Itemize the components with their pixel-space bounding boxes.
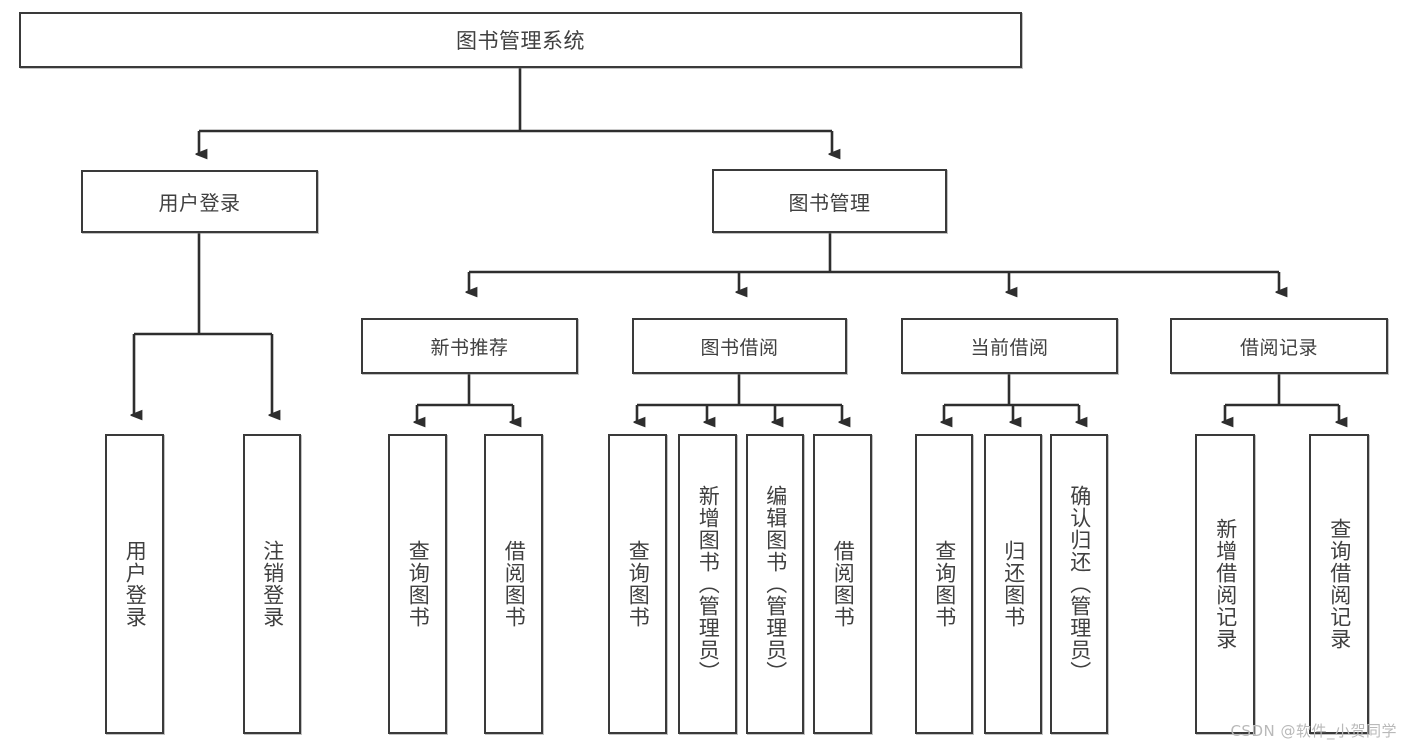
node-label: 新书推荐	[430, 336, 509, 359]
node-label: 借阅图书	[831, 540, 856, 628]
node-label: 当前借阅	[970, 336, 1049, 359]
node-label: 查询图书	[932, 540, 957, 628]
leaf-user-login[interactable]: 用户登录	[105, 434, 164, 734]
node-label: 注销登录	[260, 540, 285, 628]
leaf-edit-book-admin[interactable]: 编辑图书（管理员）	[746, 434, 804, 734]
node-label: 新增借阅记录	[1213, 518, 1238, 650]
node-label: 编辑图书（管理员）	[763, 485, 788, 683]
node-new-book-recommend[interactable]: 新书推荐	[361, 318, 578, 374]
node-label: 图书借阅	[700, 336, 779, 359]
node-label: 查询图书	[626, 540, 651, 628]
node-label: 用户登录	[123, 540, 148, 628]
node-label: 借阅图书	[502, 540, 527, 628]
leaf-confirm-return-admin[interactable]: 确认归还（管理员）	[1050, 434, 1108, 734]
node-book-borrow[interactable]: 图书借阅	[632, 318, 847, 374]
leaf-borrow-book[interactable]: 借阅图书	[813, 434, 872, 734]
leaf-add-borrow-record[interactable]: 新增借阅记录	[1195, 434, 1255, 734]
node-label: 图书管理	[788, 190, 871, 215]
node-label: 归还图书	[1001, 540, 1026, 628]
node-label: 查询图书	[406, 540, 431, 628]
node-user-login[interactable]: 用户登录	[81, 170, 318, 233]
leaf-return-book[interactable]: 归还图书	[984, 434, 1042, 734]
node-root-system[interactable]: 图书管理系统	[19, 12, 1022, 68]
node-current-borrow[interactable]: 当前借阅	[901, 318, 1118, 374]
leaf-borrow-book-recommend[interactable]: 借阅图书	[484, 434, 543, 734]
node-label: 查询借阅记录	[1327, 518, 1352, 650]
leaf-query-book-current[interactable]: 查询图书	[915, 434, 973, 734]
node-book-management[interactable]: 图书管理	[712, 169, 947, 233]
leaf-query-borrow-record[interactable]: 查询借阅记录	[1309, 434, 1369, 734]
node-label: 新增图书（管理员）	[696, 485, 721, 683]
node-label: 用户登录	[158, 191, 241, 215]
leaf-add-book-admin[interactable]: 新增图书（管理员）	[678, 434, 737, 734]
node-label: 图书管理系统	[456, 29, 585, 53]
node-borrow-records[interactable]: 借阅记录	[1170, 318, 1388, 374]
node-label: 确认归还（管理员）	[1067, 485, 1092, 683]
node-label: 借阅记录	[1239, 336, 1318, 359]
leaf-logout[interactable]: 注销登录	[243, 434, 301, 734]
leaf-query-book-recommend[interactable]: 查询图书	[388, 434, 447, 734]
leaf-query-book-borrow[interactable]: 查询图书	[608, 434, 667, 734]
